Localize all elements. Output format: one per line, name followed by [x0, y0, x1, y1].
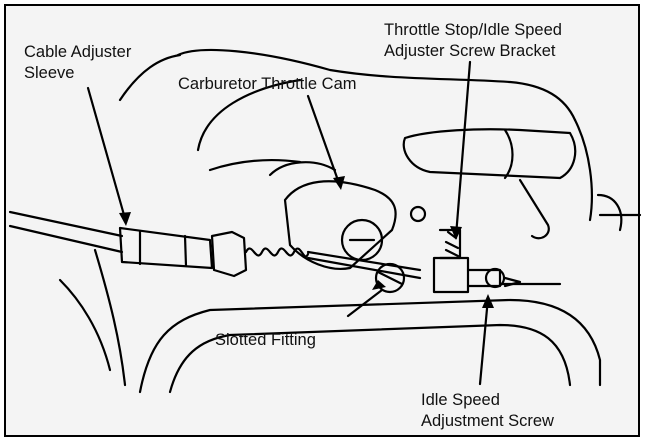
cam-pivot: [340, 218, 384, 262]
diagram-frame: [4, 4, 640, 437]
throttle-lever: [402, 128, 577, 180]
arrowhead-cable-adjuster: [119, 212, 131, 226]
cable-spring: [244, 247, 310, 258]
label-cable-adjuster-sleeve: Cable Adjuster Sleeve: [24, 43, 132, 82]
leader-slotted-fitting: [346, 288, 384, 318]
arrowhead-slotted-fitting: [372, 280, 386, 290]
arrowhead-throttle-cam: [333, 176, 345, 190]
leader-idle-screw: [478, 296, 490, 386]
cable-adjuster-sleeve: [118, 226, 214, 270]
leader-throttle-stop: [454, 60, 472, 238]
throttle-stop-bracket-shape: [432, 256, 470, 294]
lower-shroud: [138, 298, 602, 394]
leader-cable-adjuster: [86, 86, 128, 224]
arrowhead-idle-screw: [482, 294, 494, 308]
idle-speed-screw-shape: [466, 268, 502, 288]
engine-housing-inner: [196, 78, 302, 152]
label-slotted-fitting: Slotted Fitting: [215, 331, 316, 349]
arrowhead-throttle-stop: [450, 226, 462, 240]
label-idle-speed-adjustment-screw: Idle Speed Adjustment Screw: [421, 391, 554, 430]
leader-throttle-cam: [306, 94, 342, 188]
slotted-fitting-shape: [374, 262, 406, 294]
throttle-cam-body: [283, 180, 397, 270]
cable-locknut: [210, 230, 248, 278]
engine-housing-outline: [176, 48, 577, 122]
throttle-cable: [8, 210, 124, 238]
label-carburetor-throttle-cam: Carburetor Throttle Cam: [178, 75, 357, 93]
label-throttle-stop-bracket: Throttle Stop/Idle Speed Adjuster Screw …: [384, 21, 562, 60]
